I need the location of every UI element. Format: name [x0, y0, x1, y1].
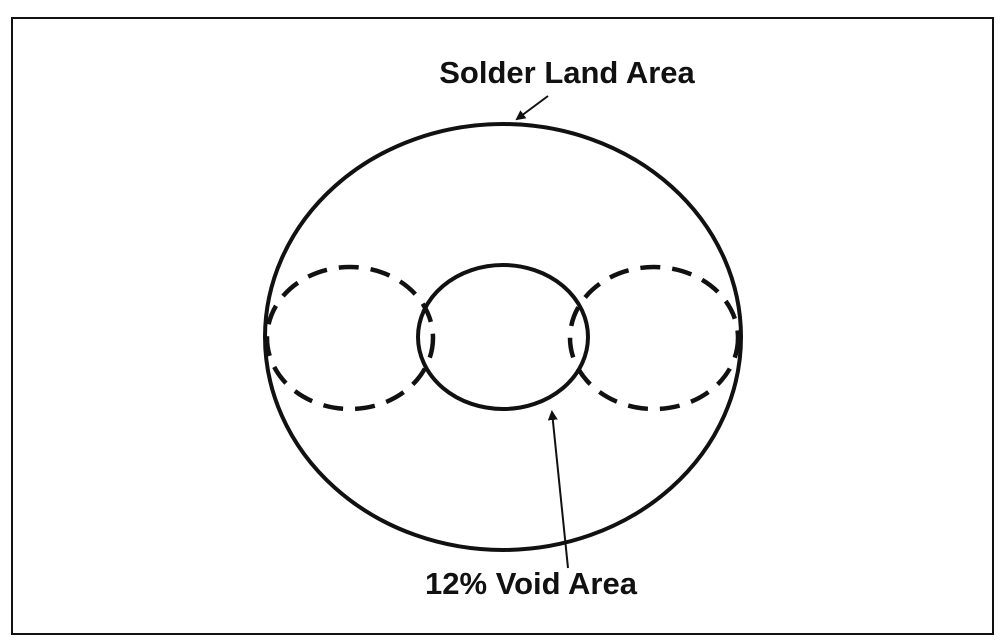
solder-land-circle: [263, 122, 743, 552]
void-arrow: [547, 410, 569, 569]
void-area-label: 12% Void Area: [425, 566, 637, 601]
solder-land-label: Solder Land Area: [439, 55, 695, 90]
solder-land-arrow: [515, 95, 549, 121]
right-dashed-void: [567, 264, 741, 412]
center-void-circle: [416, 263, 590, 411]
frame-border: [11, 17, 994, 635]
left-dashed-void: [264, 264, 436, 412]
